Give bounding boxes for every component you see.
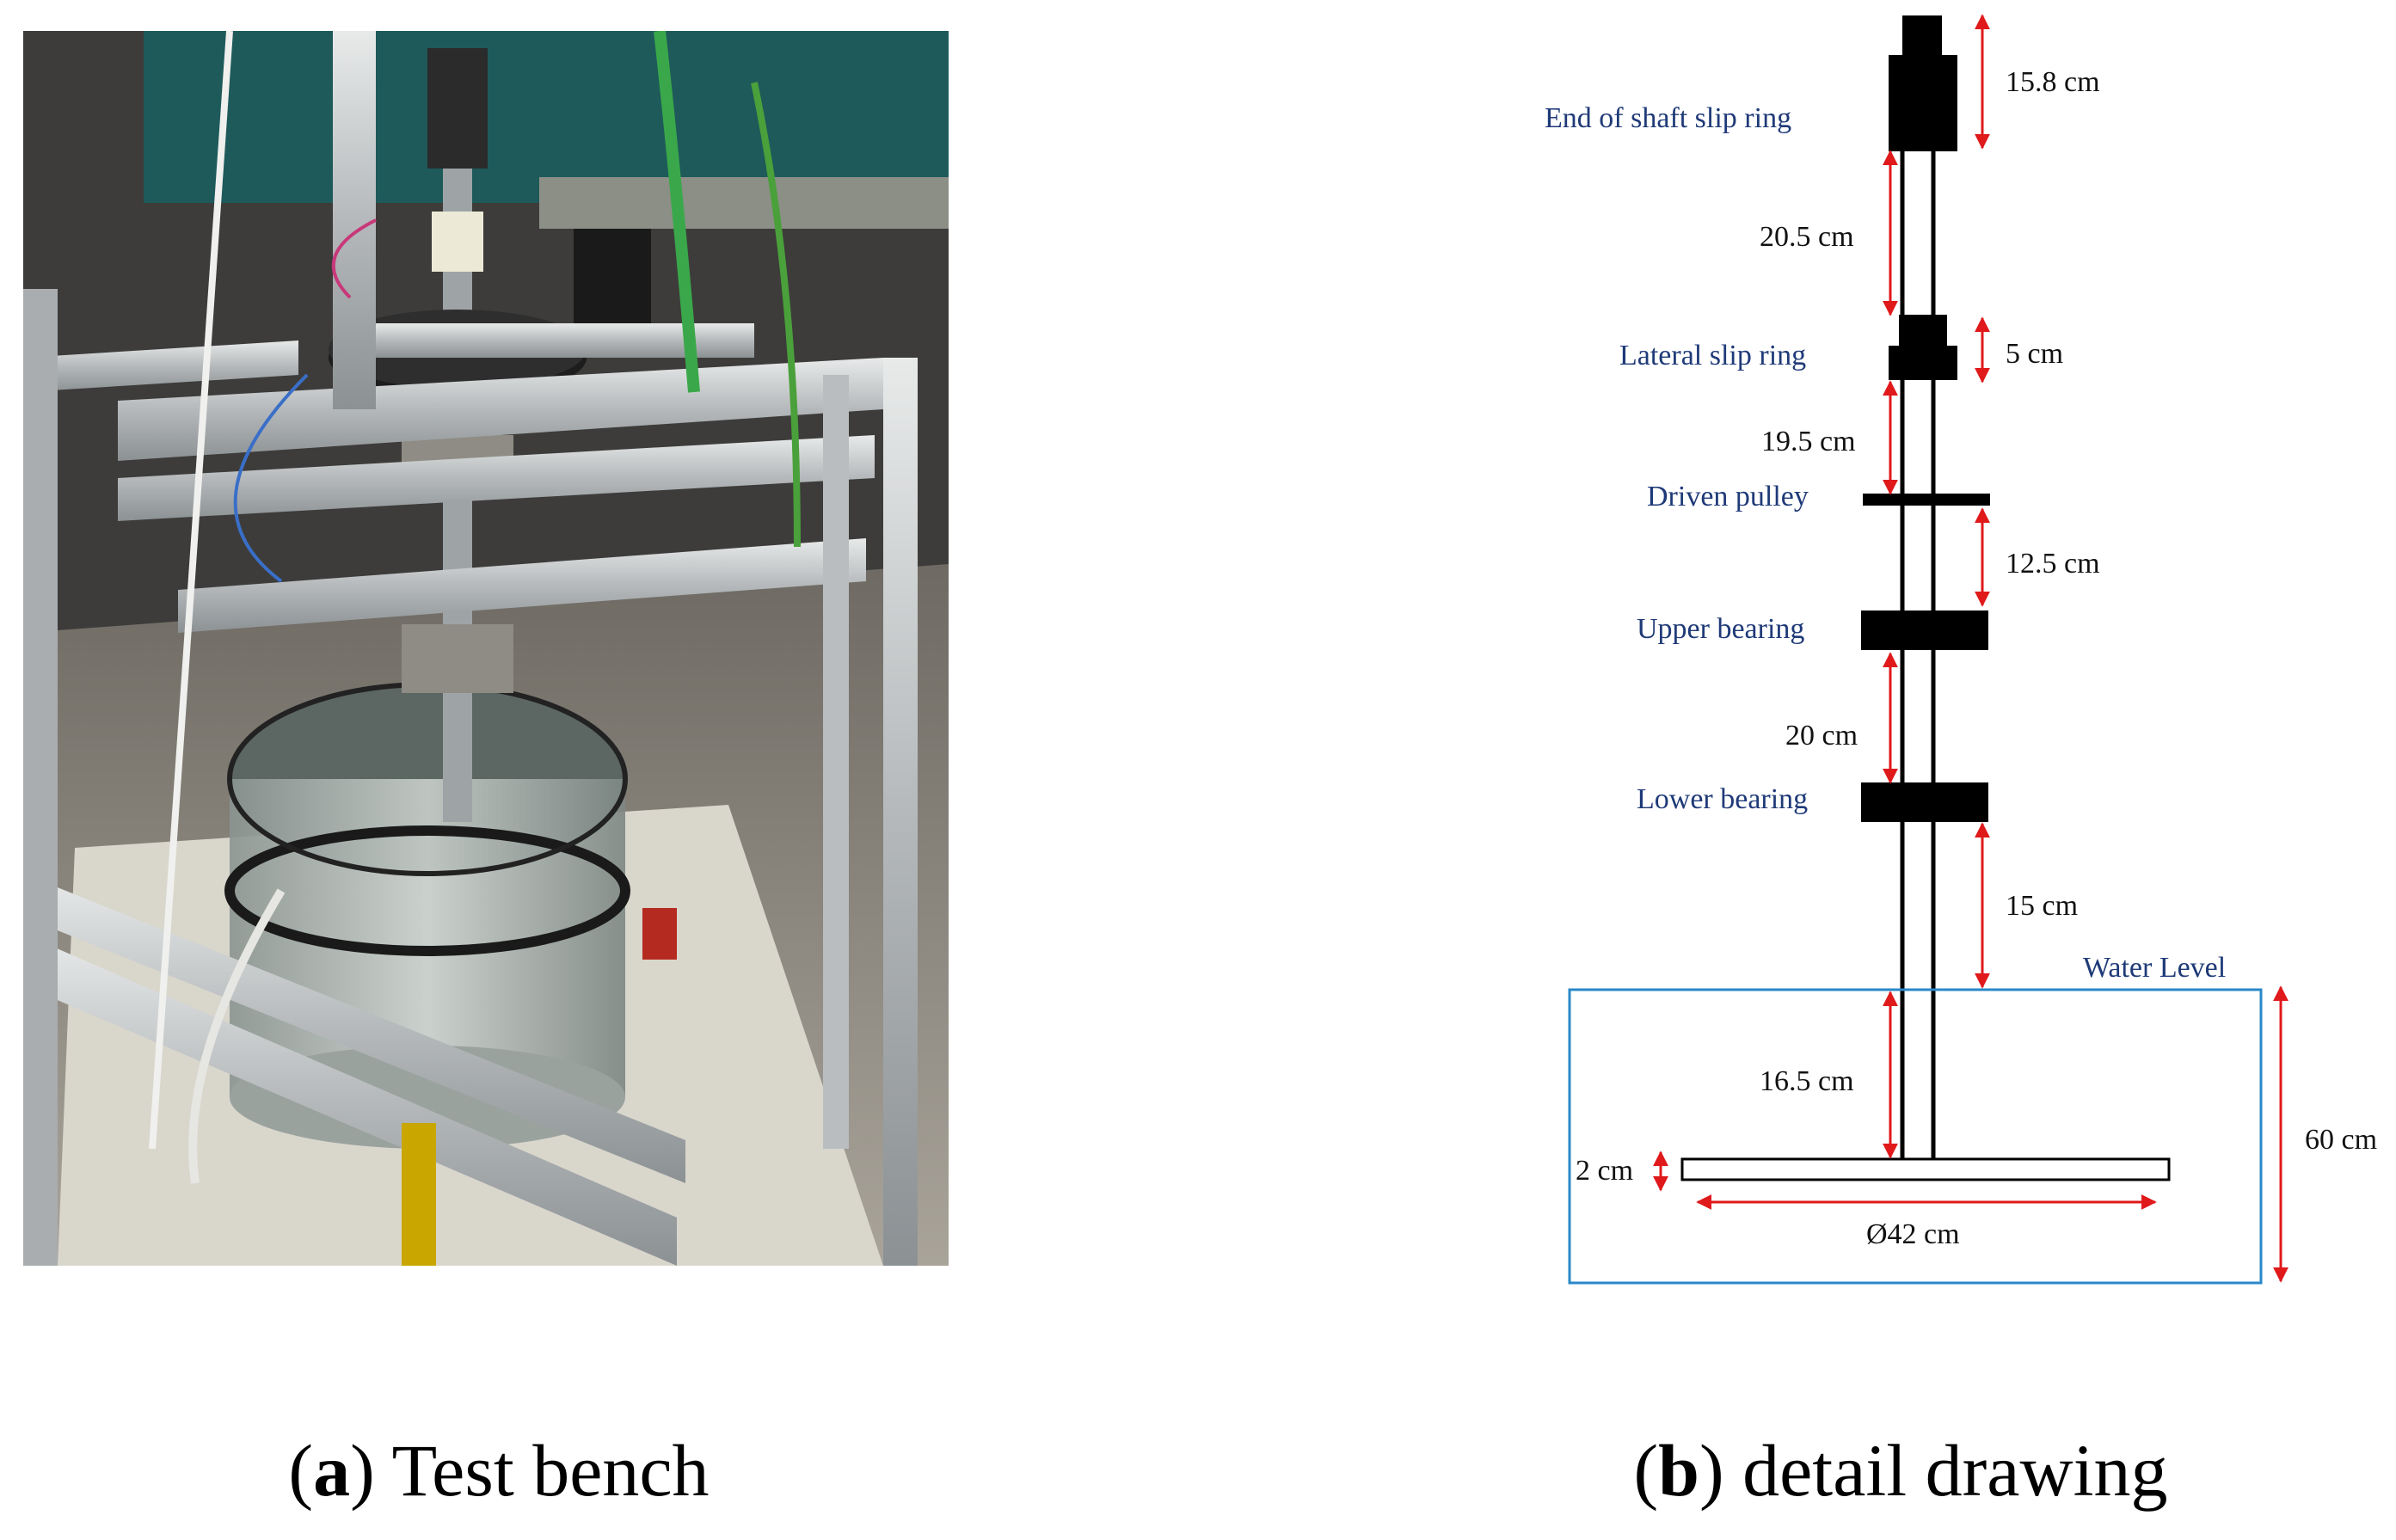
- driven-pulley: [1863, 494, 1990, 506]
- label-water-level: Water Level: [2083, 952, 2226, 984]
- dim-label-60: 60 cm: [2305, 1124, 2377, 1156]
- dim-label-16-5: 16.5 cm: [1760, 1065, 1854, 1097]
- dim-label-2: 2 cm: [1576, 1155, 1633, 1187]
- dim-label-12-5: 12.5 cm: [2006, 548, 2100, 580]
- impeller-disc: [1680, 1157, 2171, 1181]
- label-driven-pulley: Driven pulley: [1647, 481, 1809, 512]
- lateral-slip-ring-top: [1899, 315, 1947, 347]
- upper-bearing: [1861, 610, 1988, 650]
- caption-a: (a) Test bench: [288, 1429, 710, 1512]
- end-slip-ring-body: [1889, 55, 1957, 151]
- dim-label-15-8: 15.8 cm: [2006, 66, 2100, 98]
- dim-label-42: Ø42 cm: [1866, 1218, 1960, 1250]
- label-upper-bearing: Upper bearing: [1637, 613, 1804, 645]
- caption-a-letter: a: [313, 1429, 351, 1512]
- dim-label-19-5: 19.5 cm: [1761, 426, 1856, 457]
- label-lower-bearing: Lower bearing: [1637, 783, 1808, 815]
- dim-label-20: 20 cm: [1785, 720, 1858, 752]
- dim-label-20-5: 20.5 cm: [1760, 221, 1854, 253]
- water-tank-box: [1568, 988, 2263, 1285]
- caption-b-letter: b: [1658, 1429, 1699, 1512]
- caption-b: (b) detail drawing: [1633, 1429, 2168, 1512]
- end-slip-ring-top: [1902, 15, 1942, 58]
- dim-label-15: 15 cm: [2006, 890, 2078, 922]
- caption-a-text: Test bench: [391, 1429, 710, 1512]
- caption-b-text: detail drawing: [1742, 1429, 2168, 1512]
- lateral-slip-ring-body: [1889, 346, 1957, 380]
- label-end-slip-ring: End of shaft slip ring: [1545, 102, 1791, 134]
- lower-bearing: [1861, 782, 1988, 822]
- dim-label-5: 5 cm: [2006, 338, 2063, 370]
- test-bench-photo: [23, 31, 949, 1266]
- label-lateral-slip-ring: Lateral slip ring: [1619, 340, 1806, 371]
